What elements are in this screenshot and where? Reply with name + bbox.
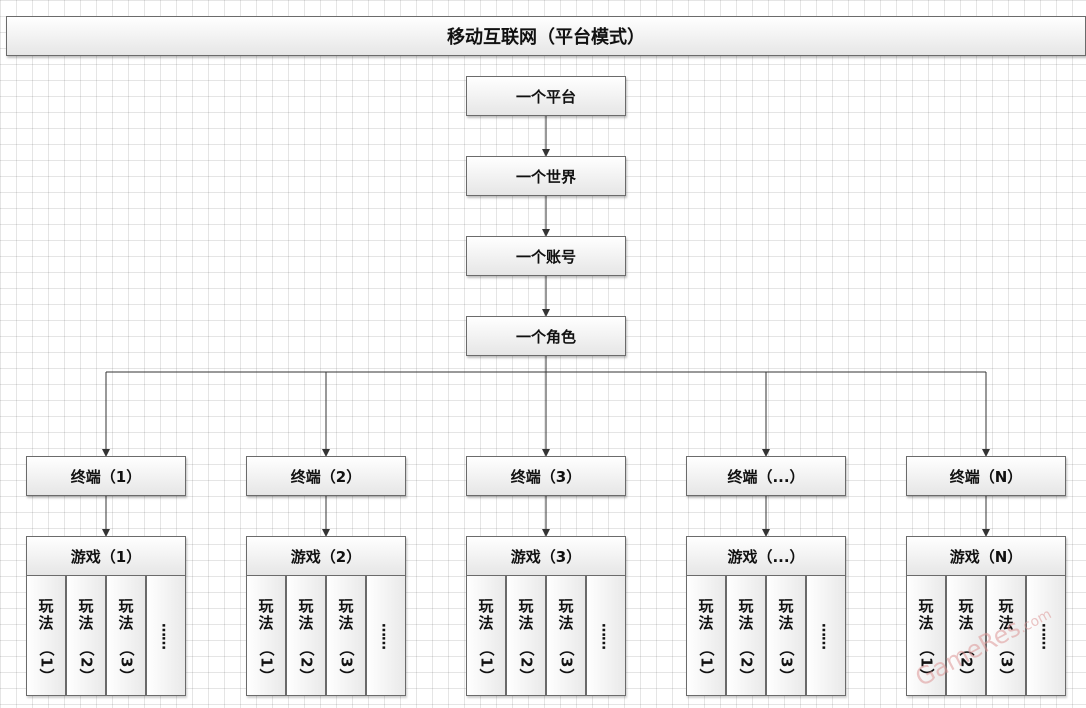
ellipsis: …… xyxy=(1038,622,1055,649)
play-char: 玩 xyxy=(118,597,134,615)
play-mode-1: 玩法 （1） xyxy=(686,576,726,696)
play-char: 法 xyxy=(298,614,314,632)
play-char: 法 xyxy=(778,614,794,632)
play-number: （1） xyxy=(37,641,56,685)
play-number: （1） xyxy=(697,641,716,685)
play-mode-2: 玩法 （2） xyxy=(286,576,326,696)
play-number: （2） xyxy=(297,641,316,685)
game-n: 游戏（N） xyxy=(906,536,1066,576)
play-number: （1） xyxy=(917,641,936,685)
node-platform: 一个平台 xyxy=(466,76,626,116)
ellipsis: …… xyxy=(378,622,395,649)
play-char: 玩 xyxy=(338,597,354,615)
play-number: （2） xyxy=(957,641,976,685)
play-mode-3: 玩法 （3） xyxy=(766,576,806,696)
play-char: 玩 xyxy=(738,597,754,615)
play-number: （3） xyxy=(337,641,356,685)
terminal-3: 终端（3） xyxy=(466,456,626,496)
play-char: 法 xyxy=(518,614,534,632)
play-mode-3: 玩法 （3） xyxy=(326,576,366,696)
play-mode-more: …… xyxy=(806,576,846,696)
play-mode-1: 玩法 （1） xyxy=(466,576,506,696)
play-char: 法 xyxy=(78,614,94,632)
play-char: 法 xyxy=(38,614,54,632)
game-3: 游戏（3） xyxy=(466,536,626,576)
play-char: 法 xyxy=(118,614,134,632)
terminal-2: 终端（2） xyxy=(246,456,406,496)
node-role: 一个角色 xyxy=(466,316,626,356)
play-char: 法 xyxy=(958,614,974,632)
play-char: 玩 xyxy=(998,597,1014,615)
play-mode-3: 玩法 （3） xyxy=(546,576,586,696)
play-char: 玩 xyxy=(518,597,534,615)
game-2: 游戏（2） xyxy=(246,536,406,576)
play-char: 玩 xyxy=(558,597,574,615)
play-number: （3） xyxy=(117,641,136,685)
ellipsis: …… xyxy=(818,622,835,649)
ellipsis: …… xyxy=(158,622,175,649)
play-char: 玩 xyxy=(478,597,494,615)
play-char: 法 xyxy=(698,614,714,632)
diagram-title: 移动互联网（平台模式） xyxy=(6,16,1086,56)
play-number: （2） xyxy=(77,641,96,685)
play-mode-3: 玩法 （3） xyxy=(986,576,1026,696)
play-mode-more: …… xyxy=(366,576,406,696)
play-char: 玩 xyxy=(778,597,794,615)
play-char: 玩 xyxy=(958,597,974,615)
play-char: 法 xyxy=(558,614,574,632)
play-char: 法 xyxy=(918,614,934,632)
play-mode-3: 玩法 （3） xyxy=(106,576,146,696)
game-1: 游戏（1） xyxy=(26,536,186,576)
play-char: 法 xyxy=(338,614,354,632)
play-mode-1: 玩法 （1） xyxy=(246,576,286,696)
play-mode-2: 玩法 （2） xyxy=(946,576,986,696)
play-number: （3） xyxy=(777,641,796,685)
play-mode-more: …… xyxy=(146,576,186,696)
play-mode-2: 玩法 （2） xyxy=(66,576,106,696)
play-mode-2: 玩法 （2） xyxy=(726,576,766,696)
play-char: 玩 xyxy=(298,597,314,615)
play-number: （2） xyxy=(517,641,536,685)
terminal-n: 终端（N） xyxy=(906,456,1066,496)
play-char: 法 xyxy=(998,614,1014,632)
terminal-more: 终端（...） xyxy=(686,456,846,496)
play-char: 玩 xyxy=(258,597,274,615)
play-mode-1: 玩法 （1） xyxy=(906,576,946,696)
play-number: （1） xyxy=(477,641,496,685)
terminal-1: 终端（1） xyxy=(26,456,186,496)
node-world: 一个世界 xyxy=(466,156,626,196)
play-char: 法 xyxy=(258,614,274,632)
play-char: 玩 xyxy=(698,597,714,615)
game-more: 游戏（...） xyxy=(686,536,846,576)
node-account: 一个账号 xyxy=(466,236,626,276)
play-mode-2: 玩法 （2） xyxy=(506,576,546,696)
play-char: 玩 xyxy=(918,597,934,615)
play-char: 法 xyxy=(478,614,494,632)
play-char: 玩 xyxy=(38,597,54,615)
play-char: 法 xyxy=(738,614,754,632)
play-char: 玩 xyxy=(78,597,94,615)
play-number: （3） xyxy=(557,641,576,685)
play-number: （1） xyxy=(257,641,276,685)
play-mode-more: …… xyxy=(586,576,626,696)
play-mode-more: …… xyxy=(1026,576,1066,696)
play-number: （2） xyxy=(737,641,756,685)
play-mode-1: 玩法 （1） xyxy=(26,576,66,696)
play-number: （3） xyxy=(997,641,1016,685)
ellipsis: …… xyxy=(598,622,615,649)
